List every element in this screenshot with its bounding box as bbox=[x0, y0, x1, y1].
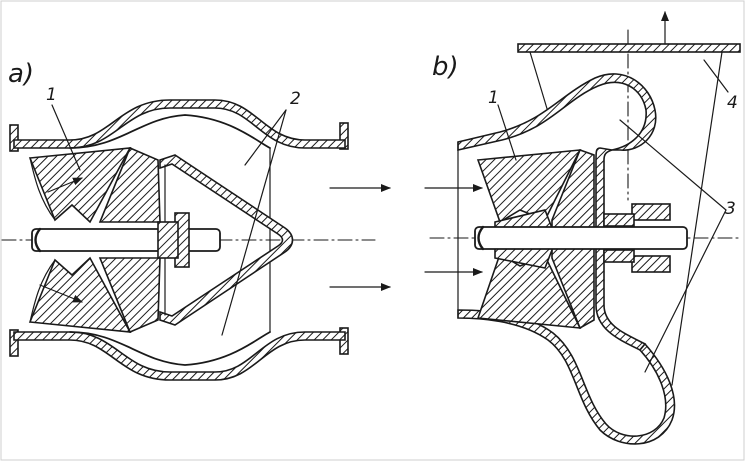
panel-a-inner-wall-bottom bbox=[69, 331, 271, 366]
panel-b-support-left bbox=[529, 51, 549, 113]
panel-b-label: b) bbox=[432, 52, 459, 82]
panel-b-shaft-break bbox=[477, 225, 485, 251]
panel-b-volute-bottom bbox=[457, 309, 676, 445]
panel-b-leader-3a bbox=[619, 119, 727, 211]
panel-a-blade-upper-edge bbox=[29, 157, 56, 221]
panel-b-bearing-seat-top bbox=[603, 213, 635, 227]
panel-b-bearing-top bbox=[631, 203, 671, 221]
panel-a-blade-lower-edge bbox=[29, 259, 56, 323]
panel-a-leader-1 bbox=[51, 104, 81, 171]
panel-b-label-3: 3 bbox=[725, 199, 736, 219]
panel-a-leader-2a bbox=[244, 109, 287, 166]
panel-a-shaft bbox=[31, 228, 221, 252]
panel-a-leader-2b bbox=[221, 109, 287, 336]
panel-a-casing-top bbox=[13, 99, 346, 149]
panel-a-right-flange-top bbox=[339, 122, 349, 150]
panel-a-label-1: 1 bbox=[46, 85, 57, 105]
panel-a-left-flange-bottom bbox=[9, 329, 19, 357]
panel-b-label-4: 4 bbox=[727, 93, 738, 113]
panel-a-inner-wall-top bbox=[69, 114, 271, 149]
panel-a-left-flange-top bbox=[9, 124, 19, 152]
panel-a-casing-bottom bbox=[13, 331, 346, 381]
panel-b-leader-3b bbox=[644, 209, 727, 373]
panel-b-leader-1 bbox=[497, 104, 517, 161]
panel-b-top-plate bbox=[517, 43, 741, 53]
panel-a-shaft-break bbox=[34, 227, 42, 253]
panel-a-label: a) bbox=[8, 59, 34, 89]
panel-b-label-1: 1 bbox=[488, 88, 499, 108]
panel-a-flow-arrow-2 bbox=[39, 284, 83, 303]
panel-b: b) bbox=[424, 11, 741, 445]
panel-b-volute-top bbox=[457, 73, 657, 152]
panel-b-bearing-bottom bbox=[631, 255, 671, 273]
panel-a: a) bbox=[1, 59, 391, 381]
panel-a-right-flange-bottom bbox=[339, 327, 349, 355]
panel-a-bearing-hub bbox=[157, 221, 179, 259]
panel-a-flow-arrow-1 bbox=[47, 177, 83, 193]
panel-a-diffuser-cone bbox=[159, 154, 294, 326]
panel-b-support-right bbox=[671, 51, 723, 386]
panel-b-shaft bbox=[474, 226, 688, 250]
panel-b-leader-4 bbox=[703, 59, 729, 93]
panel-b-bearing-seat-bottom bbox=[603, 249, 635, 263]
panel-a-label-2: 2 bbox=[290, 89, 301, 109]
